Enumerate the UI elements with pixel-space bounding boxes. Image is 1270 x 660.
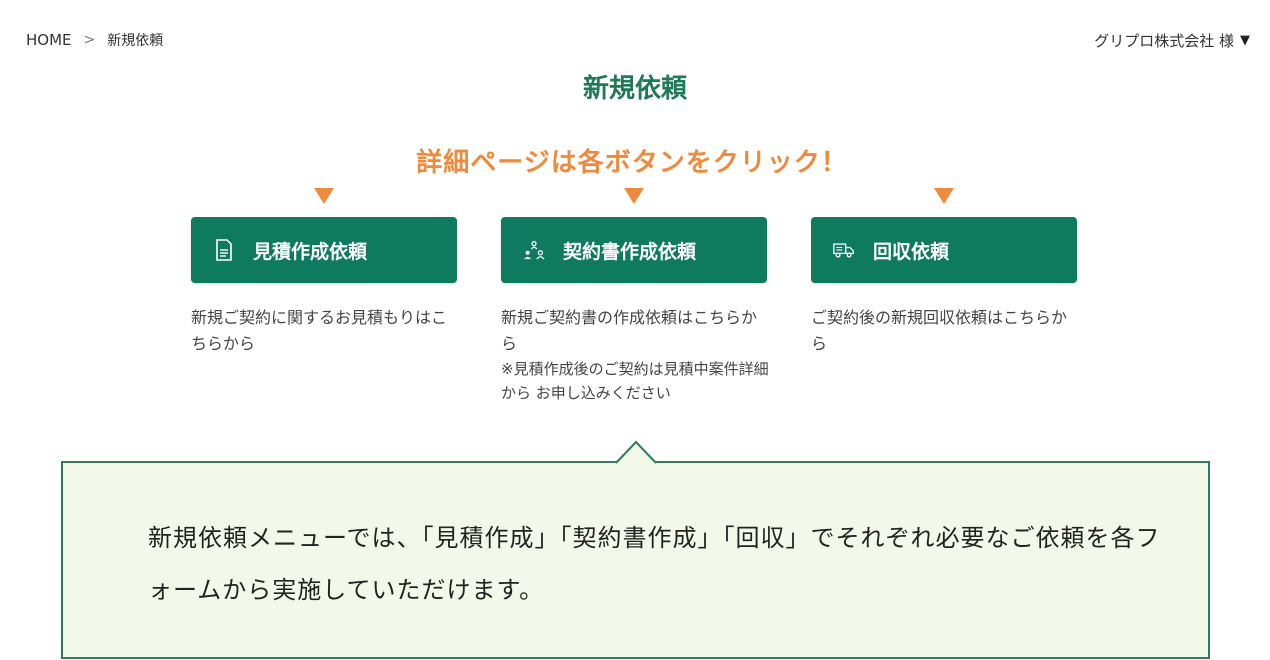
arrow-down-icon (934, 188, 954, 204)
user-menu[interactable]: グリプロ株式会社 様 ▼ (1094, 30, 1250, 51)
people-icon (523, 239, 545, 261)
breadcrumb-separator: > (83, 32, 96, 48)
breadcrumb-home-link[interactable]: HOME (26, 31, 72, 49)
card-estimate: 見積作成依頼 新規ご契約に関するお見積もりはこちらから (191, 217, 457, 357)
user-menu-label: グリプロ株式会社 様 (1094, 32, 1234, 50)
caret-down-icon: ▼ (1240, 33, 1250, 48)
contract-note: ※見積作成後のご契約は見積中案件詳細から お申し込みください (501, 360, 769, 402)
contract-request-label: 契約書作成依頼 (563, 240, 697, 263)
hint-text: 詳細ページは各ボタンをクリック！ (416, 148, 848, 178)
estimate-request-label: 見積作成依頼 (253, 240, 368, 263)
breadcrumb: HOME > 新規依頼 (26, 30, 163, 50)
card-contract: 契約書作成依頼 新規ご契約書の作成依頼はこちらから ※見積作成後のご契約は見積中… (501, 217, 769, 405)
collection-request-button[interactable]: 回収依頼 (811, 217, 1077, 283)
card-collection: 回収依頼 ご契約後の新規回収依頼はこちらから (811, 217, 1077, 357)
info-box-text: 新規依頼メニューでは、「見積作成」「契約書作成」「回収」でそれぞれ必要なご依頼を… (148, 524, 1161, 604)
estimate-request-button[interactable]: 見積作成依頼 (191, 217, 457, 283)
collection-description: ご契約後の新規回収依頼はこちらから (811, 308, 1068, 353)
info-box-notch (616, 440, 656, 464)
estimate-description: 新規ご契約に関するお見積もりはこちらから (191, 308, 448, 353)
contract-description: 新規ご契約書の作成依頼はこちらから (501, 308, 758, 353)
info-box (61, 461, 1210, 659)
contract-request-button[interactable]: 契約書作成依頼 (501, 217, 767, 283)
breadcrumb-current: 新規依頼 (107, 33, 164, 49)
arrow-down-icon (314, 188, 334, 204)
arrow-down-icon (624, 188, 644, 204)
document-icon (213, 239, 235, 261)
truck-icon (833, 239, 855, 261)
page-title: 新規依頼 (582, 74, 687, 104)
collection-request-label: 回収依頼 (873, 240, 950, 263)
